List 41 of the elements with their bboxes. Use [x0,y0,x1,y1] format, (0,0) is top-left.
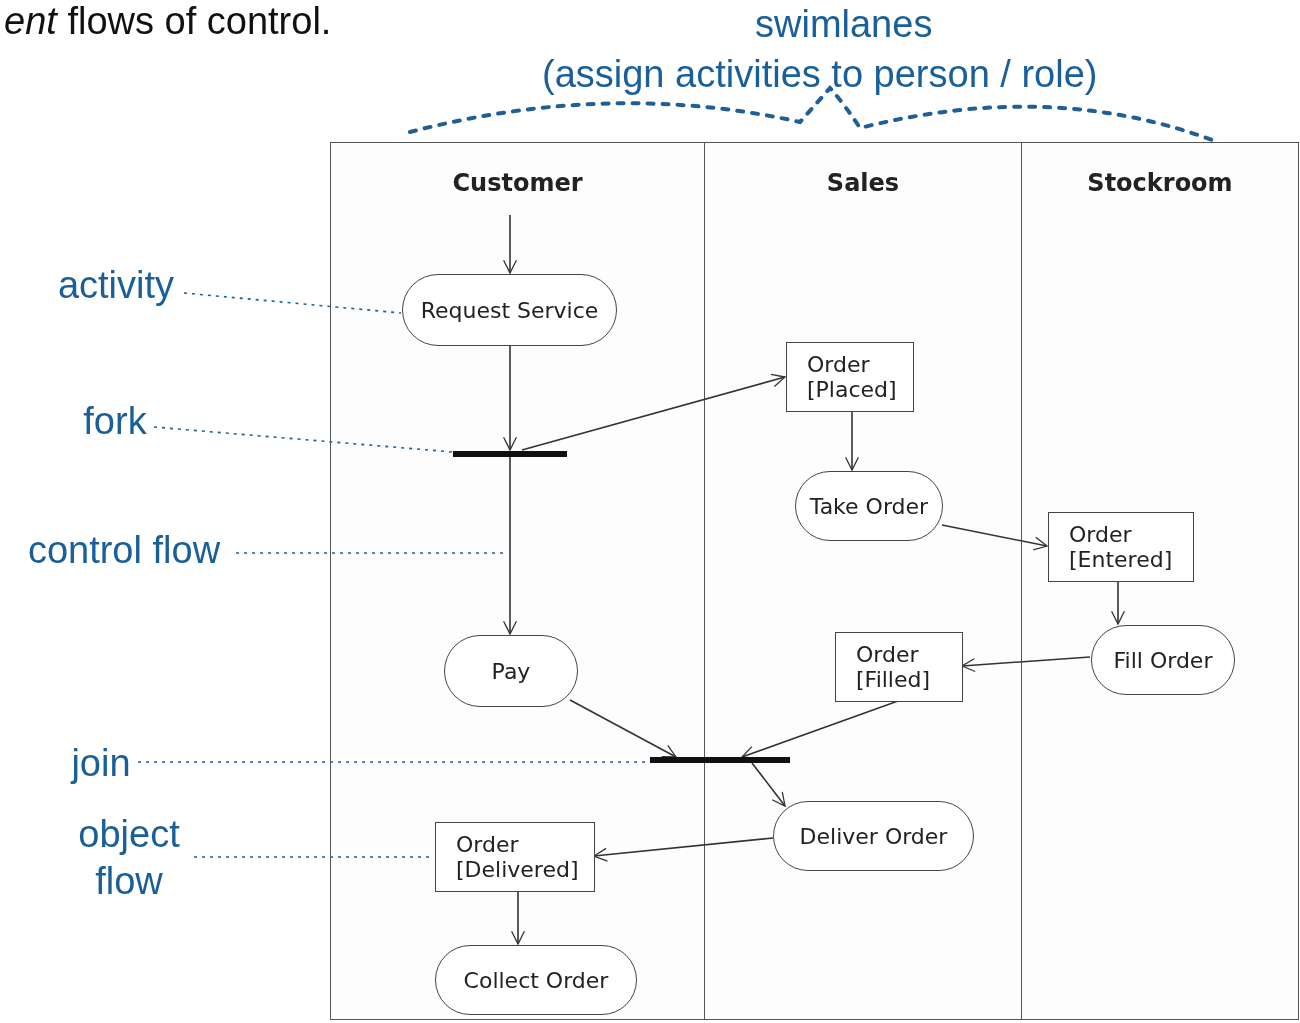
annotation-label: swimlanes [755,3,933,46]
lane-heading: Sales [825,169,901,197]
activity-node [795,471,943,541]
swimlane [1021,142,1299,1020]
node-label: Pay [491,658,531,684]
arrow [502,214,518,274]
node-label: Fill Order [1113,647,1213,673]
arrow [502,455,518,635]
arrow [569,699,677,758]
activity-node [444,635,578,707]
join-bar [650,757,790,763]
lane-heading: Stockroom [1086,169,1234,197]
fork-bar [453,451,567,457]
arrow [941,524,1048,551]
swimlane [704,142,1022,1020]
node-label: Order [Placed] [807,352,897,402]
node-label: Collect Order [463,967,609,993]
node-label: Take Order [809,493,929,519]
arrow [1110,580,1126,625]
node-label: Request Service [420,297,599,323]
node-label: Order [Entered] [1069,522,1173,572]
arrow [844,410,860,471]
node-label: Order [Filled] [856,642,932,692]
heading-text: ent flows of control. [4,0,332,43]
object-node [435,822,595,892]
arrow [510,890,526,945]
arrow [751,762,786,807]
object-node [786,342,914,412]
object-node [835,632,963,702]
swimlane [330,142,705,1020]
node-label: Order [Delivered] [456,832,579,882]
annotation-label: (assign activities to person / role) [542,53,1098,96]
lane-heading: Customer [451,169,584,197]
leader-line [183,292,402,314]
leader-line [153,426,453,453]
arrow [502,344,518,451]
object-node [1048,512,1194,582]
arrow [961,656,1091,673]
node-label: Deliver Order [799,823,948,849]
arrow [521,373,786,451]
arrow [593,837,774,862]
